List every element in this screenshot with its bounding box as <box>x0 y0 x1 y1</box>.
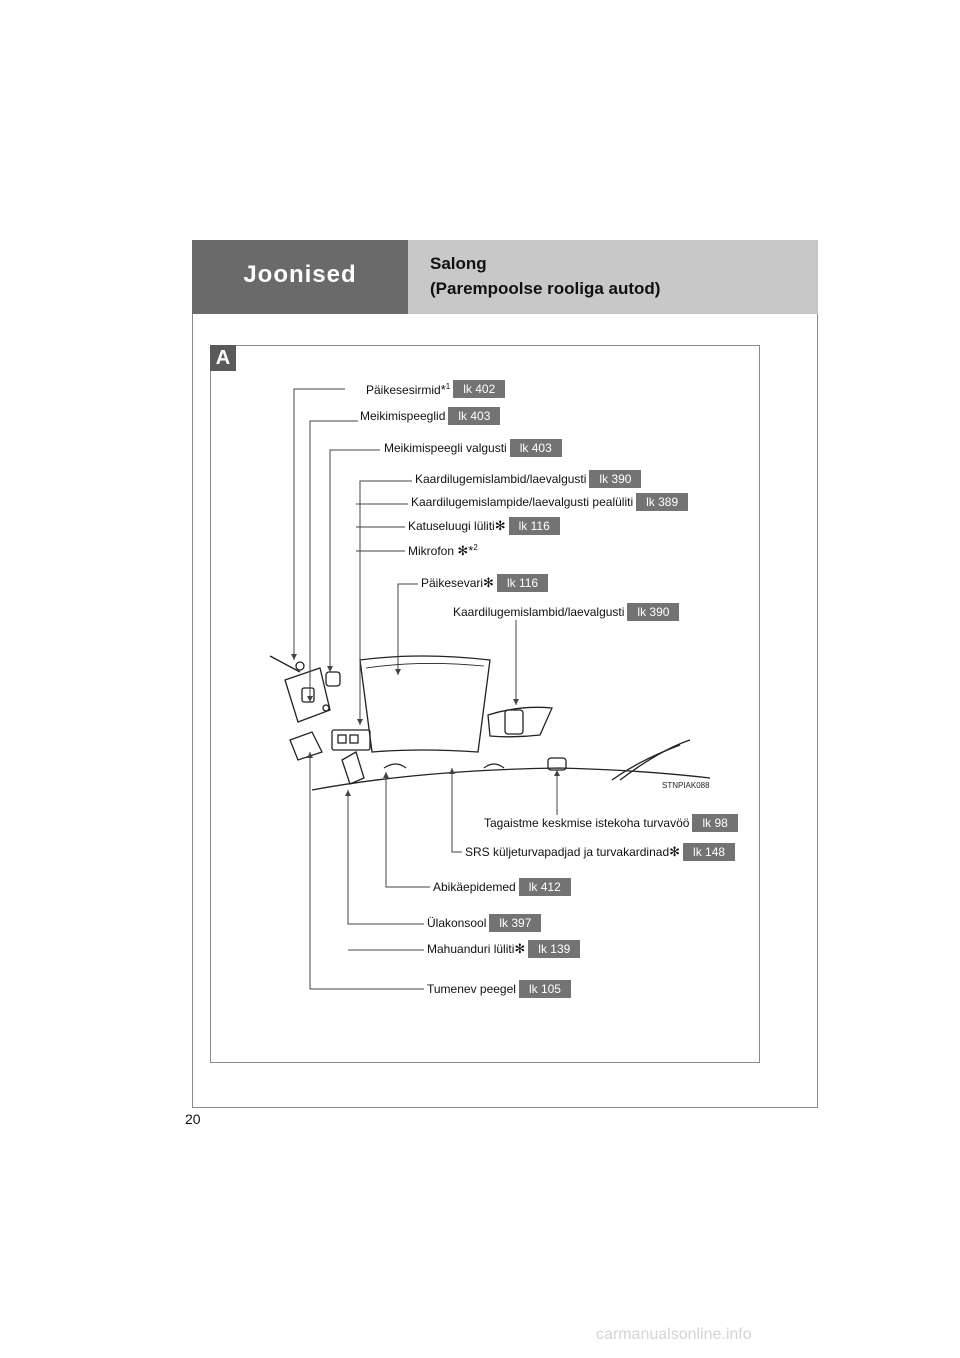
page-ref[interactable]: lk 390 <box>589 470 642 488</box>
callout-rear-center-belt: Tagaistme keskmise istekoha turvavöö lk … <box>484 814 738 832</box>
callout-sun-visors: Päikesesirmid*1 lk 402 <box>366 380 506 398</box>
figure-panel <box>210 345 760 1063</box>
page-ref[interactable]: lk 403 <box>509 439 562 457</box>
callout-overhead-console: Ülakonsool lk 397 <box>427 914 542 932</box>
section-tab: Joonised <box>192 240 408 314</box>
callout-sunshade: Päikesevari✻ lk 116 <box>421 574 549 592</box>
page-ref[interactable]: lk 389 <box>636 493 689 511</box>
page-ref[interactable]: lk 98 <box>692 814 738 832</box>
page-ref[interactable]: lk 403 <box>448 407 501 425</box>
page-number: 20 <box>185 1111 201 1127</box>
callout-main-switch: Kaardilugemislampide/laevalgusti pealüli… <box>411 493 689 511</box>
page-ref[interactable]: lk 105 <box>518 980 571 998</box>
page-title-line1: Salong <box>430 254 487 273</box>
callout-auto-dimming-mirror: Tumenev peegel lk 105 <box>427 980 571 998</box>
callout-microphone: Mikrofon ✻*2 <box>408 543 478 558</box>
figure-code: STNPIAK088 <box>662 781 710 790</box>
callout-map-lamps-front: Kaardilugemislambid/laevalgusti lk 390 <box>415 470 642 488</box>
page-ref[interactable]: lk 116 <box>496 574 549 592</box>
page-ref[interactable]: lk 397 <box>489 914 542 932</box>
page-ref[interactable]: lk 148 <box>683 843 736 861</box>
page-ref[interactable]: lk 116 <box>508 517 560 535</box>
page-title-line2: (Parempoolse rooliga autod) <box>430 279 661 298</box>
page-ref[interactable]: lk 412 <box>518 878 571 896</box>
figure-label: A <box>210 345 236 371</box>
callout-vanity-lights: Meikimispeegli valgusti lk 403 <box>384 439 562 457</box>
page-header: Salong (Parempoolse rooliga autod) <box>408 240 818 314</box>
callout-map-lamps-rear: Kaardilugemislambid/laevalgusti lk 390 <box>453 603 680 621</box>
callout-moonroof-switch: Katuseluugi lüliti✻ lk 116 <box>408 517 560 535</box>
section-title: Joonised <box>243 261 357 288</box>
page-ref[interactable]: lk 139 <box>528 940 581 958</box>
watermark: carmanualsonline.info <box>596 1326 752 1343</box>
page-ref[interactable]: lk 390 <box>627 603 680 621</box>
page-ref[interactable]: lk 402 <box>453 380 506 398</box>
callout-intrusion-sensor-switch: Mahuanduri lüliti✻ lk 139 <box>427 940 581 958</box>
callout-assist-grips: Abikäepidemed lk 412 <box>433 878 571 896</box>
callout-vanity-mirrors: Meikimispeeglid lk 403 <box>360 407 501 425</box>
callout-srs-airbags: SRS küljeturvapadjad ja turvakardinad✻ l… <box>465 843 736 861</box>
